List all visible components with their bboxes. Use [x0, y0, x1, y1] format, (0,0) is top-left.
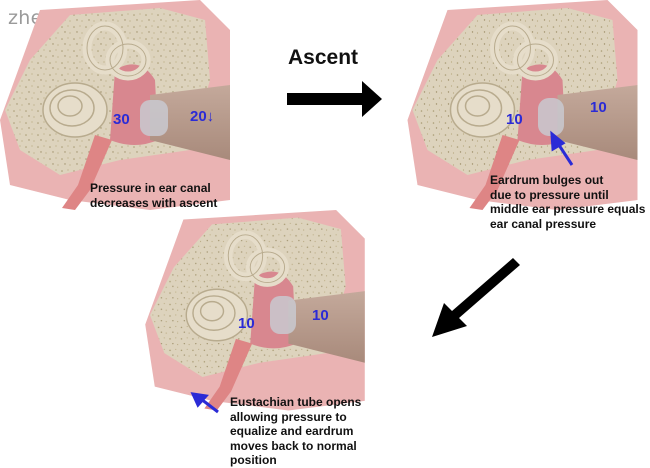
panel-2-ear [408, 0, 638, 210]
panel-2-ear-canal-pressure: 10 [590, 99, 607, 116]
panel-1-ear [0, 0, 230, 210]
panel-2-caption: Eardrum bulges out due to pressure until… [490, 173, 646, 231]
panel-1-ear-canal-pressure: 20↓ [190, 108, 214, 125]
panel-1-middle-ear-pressure: 30 [113, 111, 130, 128]
panel-3-caption: Eustachian tube opens allowing pressure … [230, 395, 362, 467]
panel-3-ear [145, 210, 365, 410]
eardrum-2 [538, 98, 564, 136]
right-arrow-icon [287, 81, 382, 117]
pointer-arrow-tube [190, 392, 219, 414]
eardrum-3 [270, 296, 296, 334]
pointer-arrow-eardrum [550, 130, 574, 166]
ascent-title: Ascent [288, 46, 359, 69]
panel-3-middle-ear-pressure: 10 [238, 315, 255, 332]
panel-1-caption: Pressure in ear canal decreases with asc… [90, 181, 218, 210]
down-left-arrow-icon [432, 258, 520, 337]
panel-3-ear-canal-pressure: 10 [312, 307, 329, 324]
panel-2-middle-ear-pressure: 10 [506, 111, 523, 128]
eardrum-1 [140, 100, 168, 136]
